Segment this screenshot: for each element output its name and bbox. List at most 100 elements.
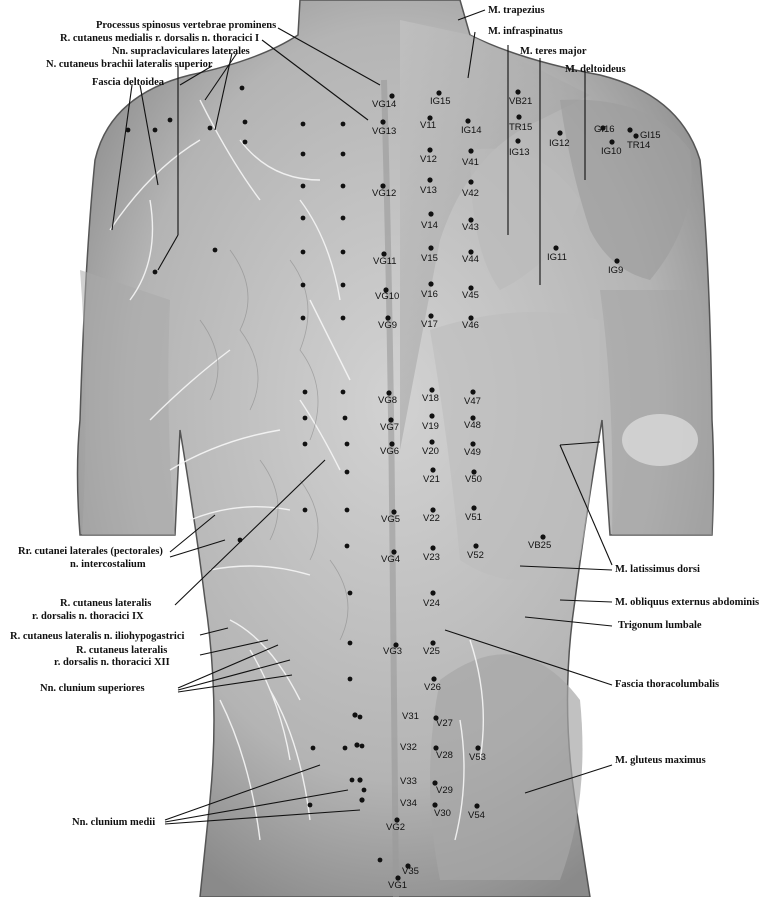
label-m-infraspinatus: M. infraspinatus [488,26,563,37]
pt-gi15: GI15 [640,130,661,141]
pt-v11: V11 [420,120,436,131]
label-trigonum-lumbale: Trigonum lumbale [618,620,702,631]
pt-v14: V14 [421,220,438,231]
acupoint-labels: VG14 VG13 VG12 VG11 VG10 VG9 VG8 VG7 VG6… [372,96,661,891]
pt-v54: V54 [468,810,485,821]
pt-v50: V50 [465,474,482,485]
pt-v30: V30 [434,808,451,819]
pt-ig13: IG13 [509,147,530,158]
label-fascia-thoracolumbalis: Fascia thoracolumbalis [615,679,720,690]
pt-vg13: VG13 [372,126,396,137]
pt-v48: V48 [464,420,481,431]
label-nn-clunium-medii: Nn. clunium medii [72,817,156,828]
label-n-intercostalium: n. intercostalium [70,559,146,570]
pt-vg7: VG7 [380,422,399,433]
pt-v16: V16 [421,289,438,300]
pt-v45: V45 [462,290,479,301]
pt-ig15: IG15 [430,96,451,107]
deltoid-muscle [560,99,692,280]
pt-v22: V22 [423,513,440,524]
label-r-dorsalis-ix: r. dorsalis n. thoracici IX [32,611,144,622]
label-fascia-deltoidea: Fascia deltoidea [92,77,165,88]
pt-ig9: IG9 [608,265,623,276]
pt-v26: V26 [424,682,441,693]
pt-vb21: VB21 [509,96,532,107]
pt-v28: V28 [436,750,453,761]
pt-ig10: IG10 [601,146,622,157]
pt-v13: V13 [420,185,437,196]
pt-v49: V49 [464,447,481,458]
pt-v18: V18 [422,393,439,404]
pt-ig11: IG11 [547,252,567,263]
pt-v32: V32 [400,742,417,753]
pt-v12: V12 [420,154,437,165]
pt-vg14: VG14 [372,99,396,110]
latissimus-muscle [430,312,600,580]
label-m-teres-major: M. teres major [520,46,587,57]
pt-v44: V44 [462,254,479,265]
pt-v52: V52 [467,550,484,561]
spine-groove [381,79,399,898]
label-r-cutaneus-iliohypogastrici: R. cutaneus lateralis n. iliohypogastric… [10,631,185,642]
pt-v43: V43 [462,222,479,233]
label-m-obliquus-externus: M. obliquus externus abdominis [615,597,760,608]
pt-v31: V31 [402,711,419,722]
pt-v47: V47 [464,396,481,407]
pt-ig14: IG14 [461,125,482,136]
pt-vg10: VG10 [375,291,399,302]
label-r-cutaneus-lateralis-xii: R. cutaneus lateralis [76,645,168,656]
pt-v51: V51 [465,512,482,523]
pt-ig12: IG12 [549,138,570,149]
label-r-cutaneus-lateralis-ix: R. cutaneus lateralis [60,598,152,609]
pt-v29: V29 [436,785,453,796]
pt-vg1: VG1 [388,880,407,891]
pt-v23: V23 [423,552,440,563]
pt-v21: V21 [423,474,440,485]
pt-v19: V19 [422,421,439,432]
pt-vg11: VG11 [373,256,397,267]
pt-tr15: TR15 [509,122,532,133]
label-nn-supraclaviculares: Nn. supraclaviculares laterales [112,46,250,57]
acupoint-markers [125,85,639,881]
label-m-gluteus-maximus: M. gluteus maximus [615,755,706,766]
pt-vg8: VG8 [378,395,397,406]
leader-lines [111,9,613,825]
label-processus-spinosus: Processus spinosus vertebrae prominens [96,20,277,31]
pt-v20: V20 [422,446,439,457]
gluteus-muscle [430,654,583,880]
pt-vg3: VG3 [383,646,402,657]
label-m-deltoideus: M. deltoideus [565,64,626,75]
pt-v41: V41 [462,157,479,168]
pt-vg6: VG6 [380,446,399,457]
pt-gi16: GI16 [594,124,615,135]
vein-network [199,249,349,641]
label-m-latissimus-dorsi: M. latissimus dorsi [615,564,700,575]
pt-vg12: VG12 [372,188,396,199]
pt-v17: V17 [421,319,438,330]
label-nn-clunium-superiores: Nn. clunium superiores [40,683,145,694]
pt-v33: V33 [400,776,417,787]
pt-v53: V53 [469,752,486,763]
pt-vb25: VB25 [528,540,551,551]
infraspinatus-muscle [470,148,580,290]
pt-vg4: VG4 [381,554,400,565]
label-rr-cutanei-laterales: Rr. cutanei laterales (pectorales) [18,546,163,557]
pt-tr14: TR14 [627,140,650,151]
label-n-cutaneus-brachii: N. cutaneus brachii lateralis superior [46,59,213,70]
right-arm-shade [600,290,713,535]
pt-v24: V24 [423,598,440,609]
pt-v34: V34 [400,798,417,809]
pt-vg9: VG9 [378,320,397,331]
label-r-dorsalis-xii: r. dorsalis n. thoracici XII [54,657,170,668]
pt-v25: V25 [423,646,440,657]
label-r-cutaneus-medialis: R. cutaneus medialis r. dorsalis n. thor… [60,33,260,44]
pt-v42: V42 [462,188,479,199]
pt-vg2: VG2 [386,822,405,833]
trapezius-muscle [400,20,590,450]
label-m-trapezius: M. trapezius [488,5,545,16]
left-arm-shade [80,270,175,535]
pt-v27: V27 [436,718,453,729]
pt-v35: V35 [402,866,419,877]
